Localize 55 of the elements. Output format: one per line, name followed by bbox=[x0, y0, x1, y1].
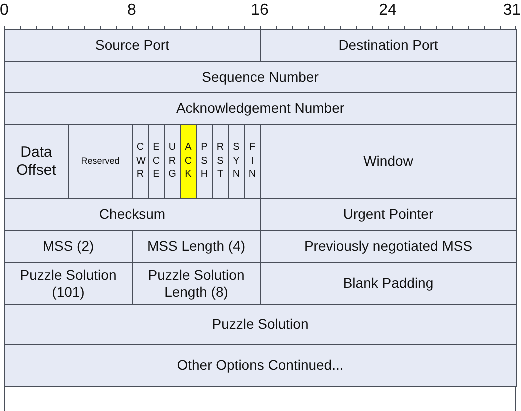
field-name: Destination Port bbox=[338, 37, 438, 54]
header-field bbox=[132, 124, 149, 199]
flag-name: S Y N bbox=[232, 141, 240, 182]
header-field bbox=[132, 230, 261, 263]
field-name: MSS Length (4) bbox=[147, 238, 246, 255]
flag-name: P S H bbox=[200, 141, 208, 182]
field-name: Window bbox=[364, 153, 414, 170]
header-field bbox=[4, 61, 517, 93]
header-field bbox=[4, 92, 517, 125]
header-field bbox=[68, 124, 133, 199]
field-name: Data Offset bbox=[16, 144, 58, 179]
bit-number: 16 bbox=[251, 2, 269, 20]
header-field bbox=[228, 124, 245, 199]
header-field bbox=[260, 29, 517, 62]
header-field bbox=[4, 198, 261, 231]
bit-number: 24 bbox=[379, 2, 397, 20]
field-name: Urgent Pointer bbox=[343, 206, 434, 223]
header-field bbox=[212, 124, 229, 199]
header-field bbox=[196, 124, 213, 199]
header-field bbox=[244, 124, 261, 199]
header-field bbox=[4, 344, 517, 387]
bit-number: 31 bbox=[503, 2, 521, 20]
field-name: Sequence Number bbox=[202, 68, 319, 86]
field-name: Other Options Continued... bbox=[177, 357, 344, 374]
field-name: MSS (2) bbox=[42, 238, 94, 255]
field-name: Puzzle Solution bbox=[212, 316, 309, 333]
flag-name: U R G bbox=[168, 141, 176, 182]
header-field bbox=[164, 124, 181, 199]
header-field bbox=[4, 304, 517, 345]
field-name: Previously negotiated MSS bbox=[304, 238, 473, 255]
header-field bbox=[132, 262, 261, 305]
header-field bbox=[4, 230, 133, 263]
flag-name: C W R bbox=[136, 141, 144, 182]
header-field bbox=[4, 29, 261, 62]
header-field bbox=[4, 124, 69, 199]
field-name: Puzzle Solution Length (8) bbox=[147, 267, 246, 300]
header-field bbox=[260, 262, 517, 305]
flag-name: E C E bbox=[152, 141, 160, 182]
header-field bbox=[260, 124, 517, 199]
header-field bbox=[260, 198, 517, 231]
field-name: Blank Padding bbox=[343, 275, 434, 292]
flag-name: R S T bbox=[216, 141, 224, 182]
flag-name: F I N bbox=[248, 141, 256, 182]
header-field bbox=[4, 262, 133, 305]
flag-name: A C K bbox=[184, 141, 192, 182]
header-field bbox=[148, 124, 165, 199]
field-name: Reserved bbox=[81, 156, 120, 167]
header-field bbox=[180, 124, 197, 199]
bit-number: 0 bbox=[0, 2, 9, 20]
field-name: Puzzle Solution (101) bbox=[19, 267, 118, 300]
field-name: Source Port bbox=[96, 37, 170, 54]
field-name: Checksum bbox=[99, 206, 166, 223]
bit-number: 8 bbox=[128, 2, 136, 20]
header-field bbox=[260, 230, 517, 263]
field-name: Acknowledgement Number bbox=[176, 100, 345, 117]
